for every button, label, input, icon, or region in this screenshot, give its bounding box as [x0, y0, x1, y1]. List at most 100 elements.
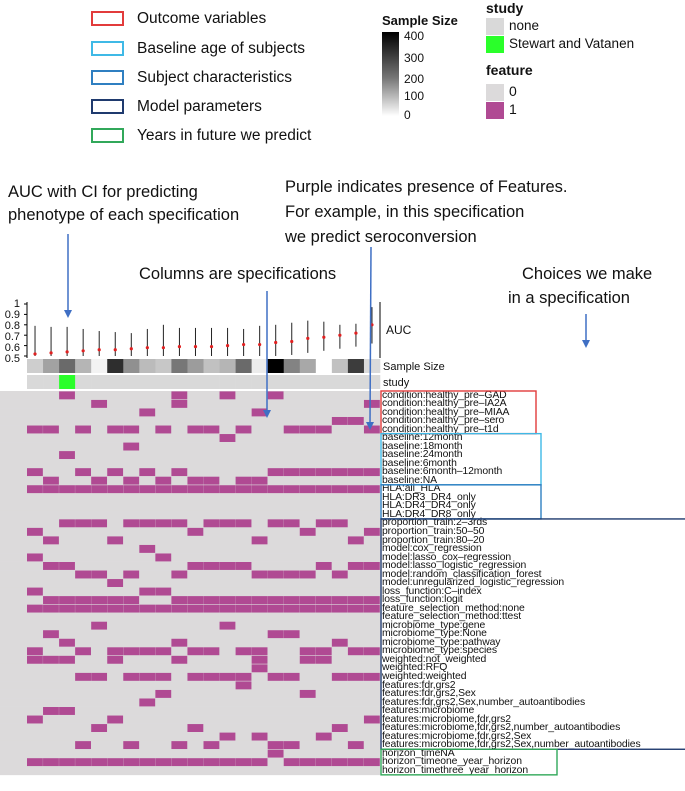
feature-cell-present — [123, 672, 140, 681]
auc-point — [258, 342, 262, 347]
feature-row-label: proportion_train:2–3rds — [382, 517, 488, 529]
feature-row-label: HLA:DR3_DR4_only — [382, 491, 476, 503]
study-cell — [43, 375, 60, 389]
feature-cell-present — [107, 425, 124, 434]
feature-cell-present — [267, 570, 284, 579]
feature-cell-present — [331, 672, 348, 681]
study-cell — [187, 375, 204, 389]
feature-cell-present — [187, 562, 204, 570]
auc-point — [306, 336, 310, 340]
feature-cell-present — [251, 732, 268, 741]
feature-cell-present — [91, 570, 108, 579]
feature-row-bg — [0, 587, 380, 597]
feature-cell-present — [235, 758, 252, 767]
study-cell — [59, 375, 76, 389]
feature-cell-present — [283, 758, 300, 767]
feature-row-label: condition:healthy_pre–sero — [382, 415, 505, 427]
feature-cell-present — [27, 485, 43, 494]
feature-cell-present — [315, 732, 332, 741]
feature-cell-present — [187, 647, 204, 656]
feature-cell-present — [219, 562, 236, 570]
feature-cell-present — [75, 570, 91, 579]
annotation-auc-line2: phenotype of each specification — [8, 206, 240, 224]
feature-cell-present — [203, 741, 220, 750]
feature-cell-present — [299, 758, 316, 767]
feature-cell-present — [219, 621, 236, 630]
feature-cell-present — [267, 749, 284, 758]
feature-cell-present — [203, 562, 220, 570]
feature-cell-present — [27, 604, 43, 613]
feature-cell-present — [363, 715, 380, 724]
feature-cell-present — [187, 476, 204, 485]
sample-size-tick: 300 — [404, 51, 425, 65]
feature-row-label: model:lasso_cox–regression — [382, 551, 512, 563]
feature-row-label: condition:healthy_pre–IA2A — [382, 398, 507, 410]
feature-row-label: features:microbiome,fdr,grs2,number_auto… — [382, 722, 621, 734]
feature-cell-present — [299, 689, 316, 698]
feature-cell-present — [27, 587, 43, 596]
feature-cell-present — [107, 655, 124, 664]
sample-size-cell — [315, 359, 333, 373]
annotation-purple-line1: Purple indicates presence of Features. — [285, 178, 568, 196]
sample-size-tick: 200 — [404, 72, 425, 86]
feature-cell-present — [123, 758, 140, 767]
feature-cell-present — [299, 604, 316, 613]
feature-cell-present — [203, 519, 220, 528]
feature-cell-present — [139, 468, 156, 477]
feature-cell-present — [107, 604, 124, 613]
feature-cell-present — [59, 485, 75, 494]
auc-point — [145, 346, 149, 350]
feature-cell-present — [235, 476, 252, 485]
feature-row-bg — [0, 391, 380, 400]
sample-size-cell — [251, 359, 268, 373]
feature-cell-present — [347, 562, 364, 570]
study-cell — [315, 375, 333, 389]
feature-row-label: feature_selection_method:none — [382, 602, 525, 614]
group-outline-box — [380, 432, 542, 486]
feature-cell-present — [267, 468, 284, 477]
feature-row-label: microbiome_type:gene — [382, 619, 486, 631]
auc-point — [49, 351, 53, 355]
feature-row-label: features:microbiome,fdr,grs2 — [382, 713, 511, 725]
study-cell — [331, 375, 349, 389]
feature-cell-present — [187, 596, 204, 605]
feature-cell-present — [283, 596, 300, 605]
feature-cell-present — [75, 468, 91, 477]
feature-cell-present — [283, 570, 300, 579]
feature-cell-present — [171, 638, 188, 647]
annotation-arrowhead — [263, 410, 271, 418]
feature-row-label: microbiome_type:None — [382, 628, 487, 640]
feature-cell-present — [91, 476, 108, 485]
feature-cell-present — [219, 485, 236, 494]
feature-cell-present — [187, 604, 204, 613]
feature-cell-present — [331, 758, 348, 767]
feature-row-bg — [0, 459, 380, 469]
auc-point — [33, 352, 37, 356]
feature-cell-present — [299, 527, 316, 536]
feature-cell-present — [27, 647, 43, 656]
sample-size-cell — [283, 359, 301, 373]
feature-cell-present — [123, 596, 140, 605]
feature-cell-present — [363, 647, 380, 656]
feature-row-label: HLA:all_HLA — [382, 483, 441, 495]
annotation-purple-line2: For example, in this specification — [285, 203, 525, 221]
feature-cell-present — [235, 562, 252, 570]
feature-row-label: microbiome_type:pathway — [382, 636, 501, 648]
legend-swatch-baseline — [91, 41, 124, 56]
feature-row-label: weighted:RFQ — [382, 662, 448, 674]
study-cell — [299, 375, 317, 389]
feature-row-label: condition:healthy_pre–GAD — [382, 389, 507, 401]
feature-row-label: features:microbiome — [382, 705, 475, 717]
feature-cell-present — [91, 604, 108, 613]
feature-cell-present — [27, 468, 43, 477]
feature-row-bg — [0, 399, 380, 409]
auc-point — [242, 342, 246, 347]
feature-row-bg — [0, 518, 380, 528]
feature-cell-present — [91, 399, 108, 408]
feature-row-bg — [0, 749, 380, 759]
feature-cell-present — [155, 587, 172, 596]
feature-cell-present — [139, 587, 156, 596]
feature-cell-present — [123, 476, 140, 485]
feature-cell-present — [123, 570, 140, 579]
auc-point — [161, 346, 165, 350]
